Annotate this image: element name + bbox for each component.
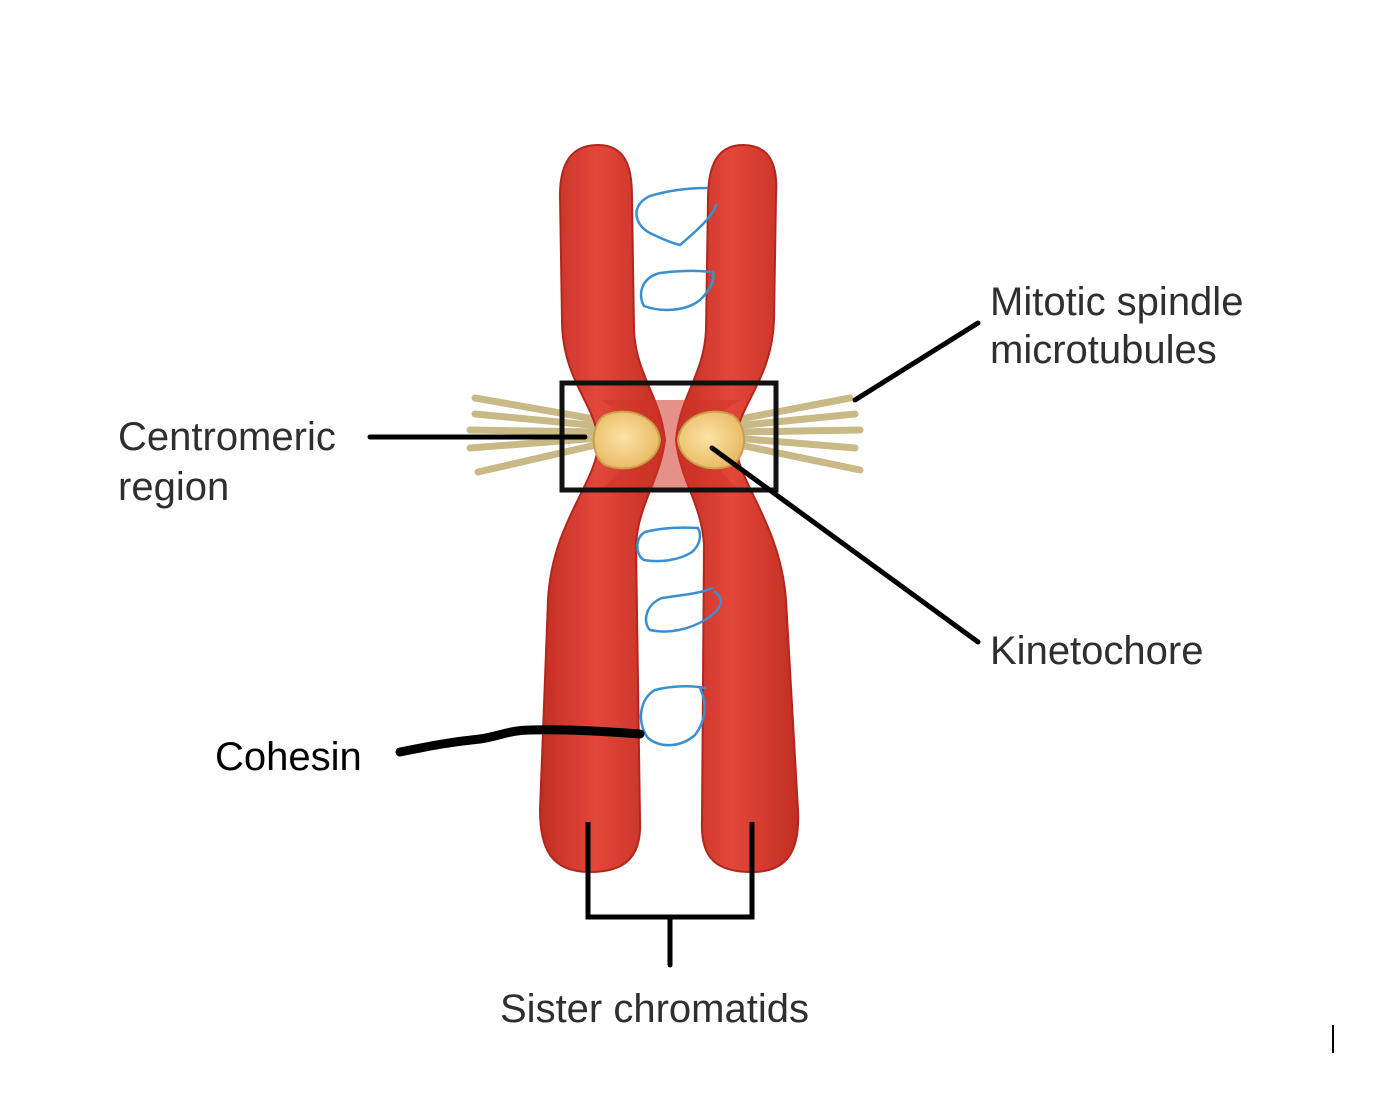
left-chromatid [538, 143, 667, 874]
spindle-microtubules-left [466, 394, 604, 476]
kinetochore-left [592, 410, 662, 470]
cohesin-ring-1 [635, 186, 718, 247]
cohesin-leader-line [395, 725, 645, 757]
cohesin-ring-3 [636, 526, 702, 563]
spindle-leader-line [852, 320, 981, 403]
kinetochore-leader-line [709, 445, 981, 645]
spindle-microtubules-right [731, 394, 864, 474]
label-centromeric-line2: region [118, 465, 229, 509]
label-mitotic-spindle-line2: microtubules [990, 328, 1217, 372]
cohesin-ring-4 [644, 586, 723, 633]
right-chromatid [674, 143, 800, 874]
cohesin-rings [635, 186, 723, 747]
label-centromeric-line1: Centromeric [118, 415, 336, 459]
cohesin-ring-5 [639, 685, 707, 747]
label-sister-chromatids: Sister chromatids [500, 987, 809, 1031]
kinetochore-right [676, 410, 745, 470]
label-kinetochore: Kinetochore [990, 629, 1203, 673]
leader-lines [367, 320, 981, 968]
label-cohesin: Cohesin [215, 735, 362, 779]
label-mitotic-spindle-line1: Mitotic spindle [990, 280, 1243, 324]
cohesin-ring-2 [639, 269, 715, 312]
